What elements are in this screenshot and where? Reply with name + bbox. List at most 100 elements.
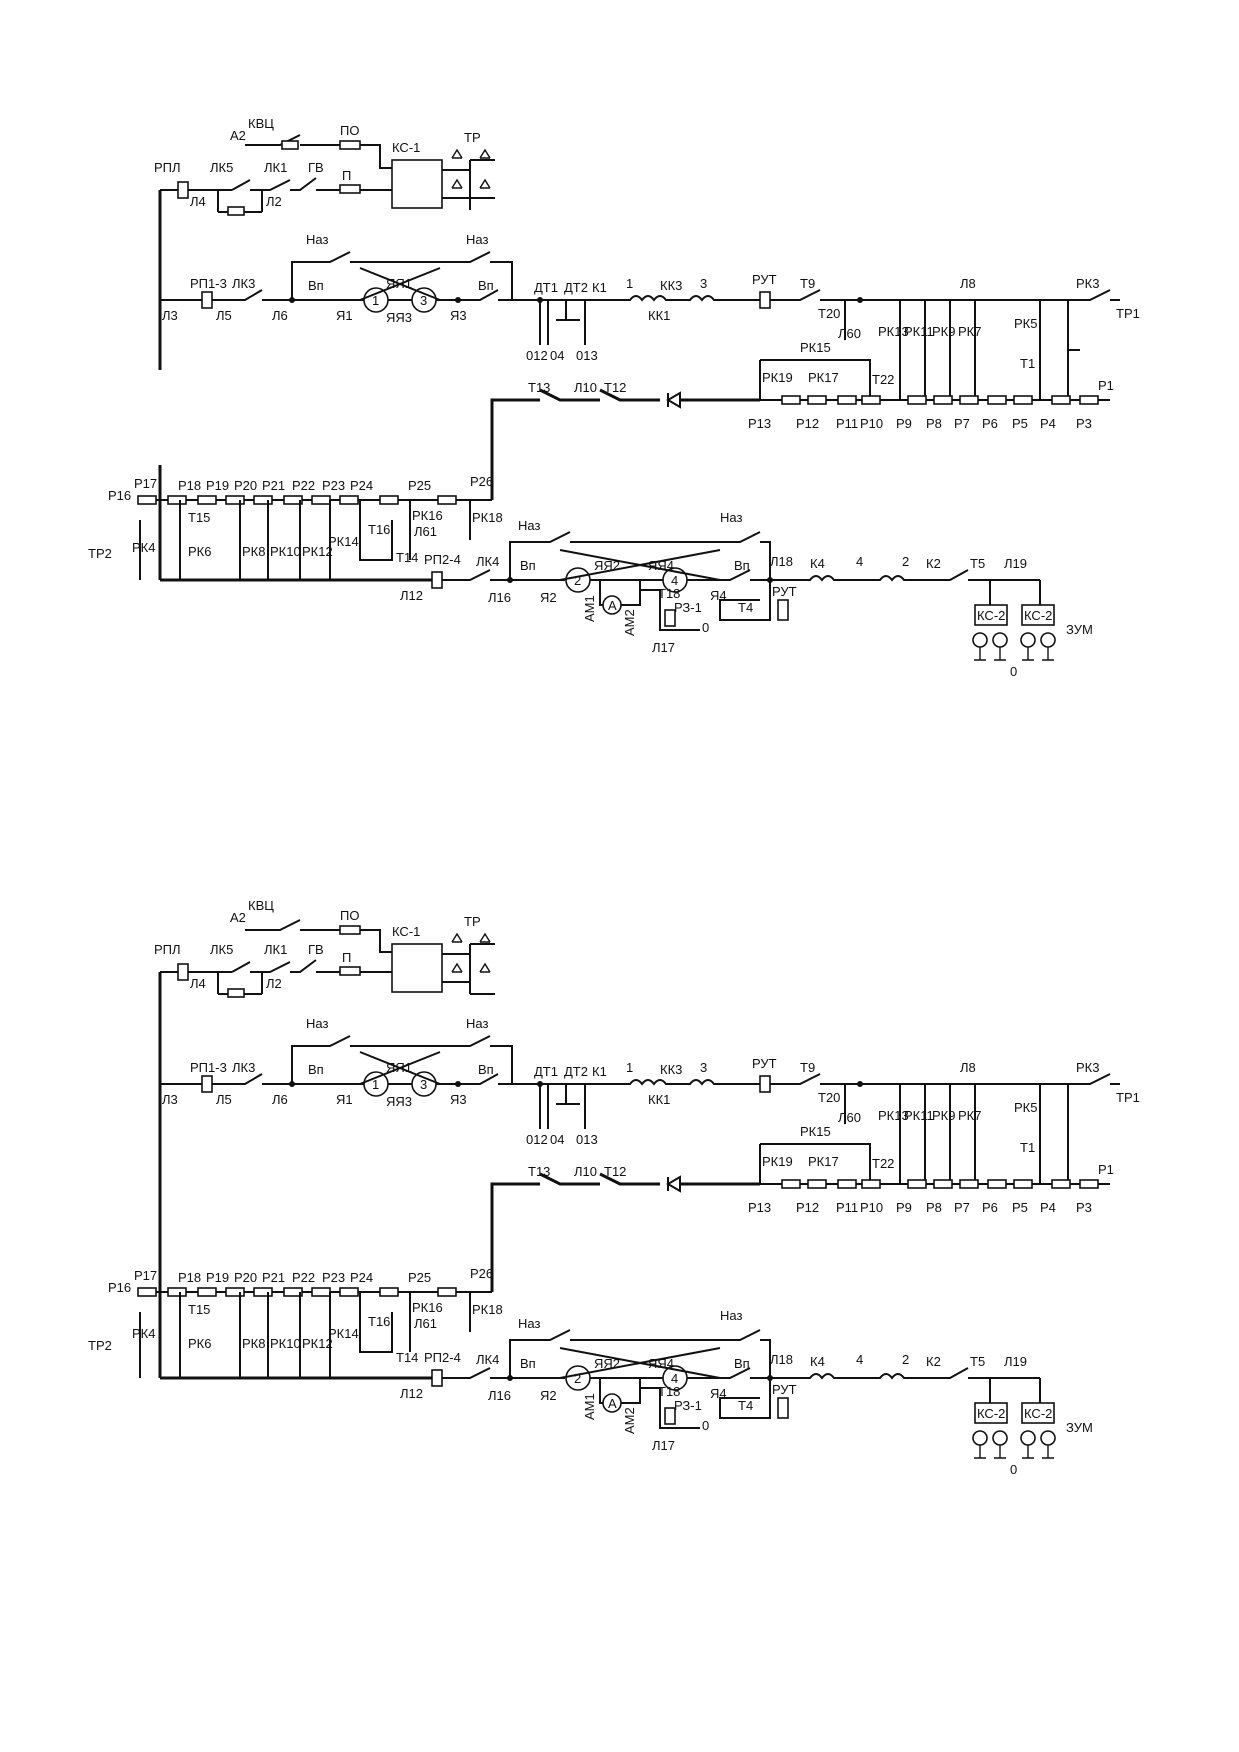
label-012: 012	[526, 1132, 548, 1147]
label-motor-1: 1	[372, 293, 379, 308]
label-t4: Т4	[738, 600, 753, 615]
label-rut-2: РУТ	[772, 584, 797, 599]
label-tr: ТР	[464, 130, 481, 145]
label-rk19: РК19	[762, 370, 793, 385]
label-rk19: РК19	[762, 1154, 793, 1169]
label-rk14: РК14	[328, 1326, 359, 1341]
label-p22: Р22	[292, 1270, 315, 1285]
label-rk12: РК12	[302, 1336, 333, 1351]
label-04: 04	[550, 348, 564, 363]
label-l5: Л5	[216, 1092, 232, 1107]
label-l16: Л16	[488, 590, 511, 605]
label-rk15: РК15	[800, 1124, 831, 1139]
label-lk3: ЛК3	[232, 1060, 255, 1075]
label-p21: Р21	[262, 1270, 285, 1285]
label-p22: Р22	[292, 478, 315, 493]
label-vp-3: Вп	[520, 1356, 536, 1371]
label-p10: Р10	[860, 1200, 883, 1215]
label-rk4: РК4	[132, 540, 155, 555]
label-k1: К1	[592, 1064, 607, 1079]
label-rp1-3: РП1-3	[190, 1060, 227, 1075]
label-l12: Л12	[400, 588, 423, 603]
label-l5: Л5	[216, 308, 232, 323]
label-ya1: Я1	[336, 308, 353, 323]
label-t14: Т14	[396, 1350, 418, 1365]
label-p3: Р3	[1076, 1200, 1092, 1215]
label-rut-2: РУТ	[772, 1382, 797, 1397]
label-t18: Т18	[658, 1384, 680, 1399]
label-l2: Л2	[266, 976, 282, 991]
label-n3: 3	[700, 1060, 707, 1075]
label-ammeter: A	[608, 1396, 617, 1411]
label-motor-1: 1	[372, 1077, 379, 1092]
label-p19: Р19	[206, 478, 229, 493]
label-dt2: ДТ2	[564, 280, 588, 295]
label-p25: Р25	[408, 1270, 431, 1285]
label-tr2: ТР2	[88, 546, 112, 561]
label-naz-3: Наз	[518, 1316, 540, 1331]
label-p5: Р5	[1012, 416, 1028, 431]
label-tr2: ТР2	[88, 1338, 112, 1353]
label-zum: ЗУМ	[1066, 1420, 1093, 1435]
label-dt2: ДТ2	[564, 1064, 588, 1079]
label-n1: 1	[626, 276, 633, 291]
label-rp1-3: РП1-3	[190, 276, 227, 291]
label-l2: Л2	[266, 194, 282, 209]
label-naz-4: Наз	[720, 1308, 742, 1323]
label-p12: Р12	[796, 416, 819, 431]
label-t15: Т15	[188, 1302, 210, 1317]
label-t4: Т4	[738, 1398, 753, 1413]
label-lk3: ЛК3	[232, 276, 255, 291]
label-t13: Т13	[528, 1164, 550, 1179]
label-lk4: ЛК4	[476, 1352, 499, 1367]
label-rk10: РК10	[270, 544, 301, 559]
label-a2: A2	[230, 910, 246, 925]
label-rk16: РК16	[412, 1300, 443, 1315]
label-p26: Р26	[470, 474, 493, 489]
label-p5: Р5	[1012, 1200, 1028, 1215]
label-t22: Т22	[872, 1156, 894, 1171]
label-yaya3: ЯЯ3	[386, 310, 412, 325]
label-l61: Л61	[414, 1316, 437, 1331]
label-n2: 2	[902, 1352, 909, 1367]
label-rk13: РК13	[878, 1108, 909, 1123]
label-t13: Т13	[528, 380, 550, 395]
label-motor-4: 4	[671, 1371, 678, 1386]
label-rk8: РК8	[242, 544, 265, 559]
label-l4: Л4	[190, 194, 206, 209]
label-t12: Т12	[604, 380, 626, 395]
label-zero-1: 0	[702, 620, 709, 635]
label-p13: Р13	[748, 416, 771, 431]
label-lk5: ЛК5	[210, 942, 233, 957]
label-p1: Р1	[1098, 1162, 1114, 1177]
label-l60: Л60	[838, 326, 861, 341]
label-t22: Т22	[872, 372, 894, 387]
label-013: 013	[576, 1132, 598, 1147]
label-t5: Т5	[970, 556, 985, 571]
label-p13: Р13	[748, 1200, 771, 1215]
label-012: 012	[526, 348, 548, 363]
label-yaya3: ЯЯ3	[386, 1094, 412, 1109]
label-ya2: Я2	[540, 590, 557, 605]
label-rz1: РЗ-1	[674, 1398, 702, 1413]
label-ya3: Я3	[450, 308, 467, 323]
label-rk16: РК16	[412, 508, 443, 523]
wiring	[137, 134, 1120, 661]
label-rk3: РК3	[1076, 276, 1099, 291]
label-naz-4: Наз	[720, 510, 742, 525]
label-kvts: КВЦ	[248, 898, 274, 913]
label-p8: Р8	[926, 416, 942, 431]
label-po: ПО	[340, 123, 359, 138]
label-motor-4: 4	[671, 573, 678, 588]
label-rk5: РК5	[1014, 1100, 1037, 1115]
label-kk1: КК1	[648, 308, 670, 323]
label-p4: Р4	[1040, 416, 1056, 431]
label-rk3: РК3	[1076, 1060, 1099, 1075]
label-rk8: РК8	[242, 1336, 265, 1351]
label-gv: ГВ	[308, 160, 324, 175]
label-yaya4: ЯЯ4	[648, 558, 674, 573]
label-rk7: РК7	[958, 324, 981, 339]
label-k4: К4	[810, 1354, 825, 1369]
label-t5: Т5	[970, 1354, 985, 1369]
label-rk18: РК18	[472, 510, 503, 525]
